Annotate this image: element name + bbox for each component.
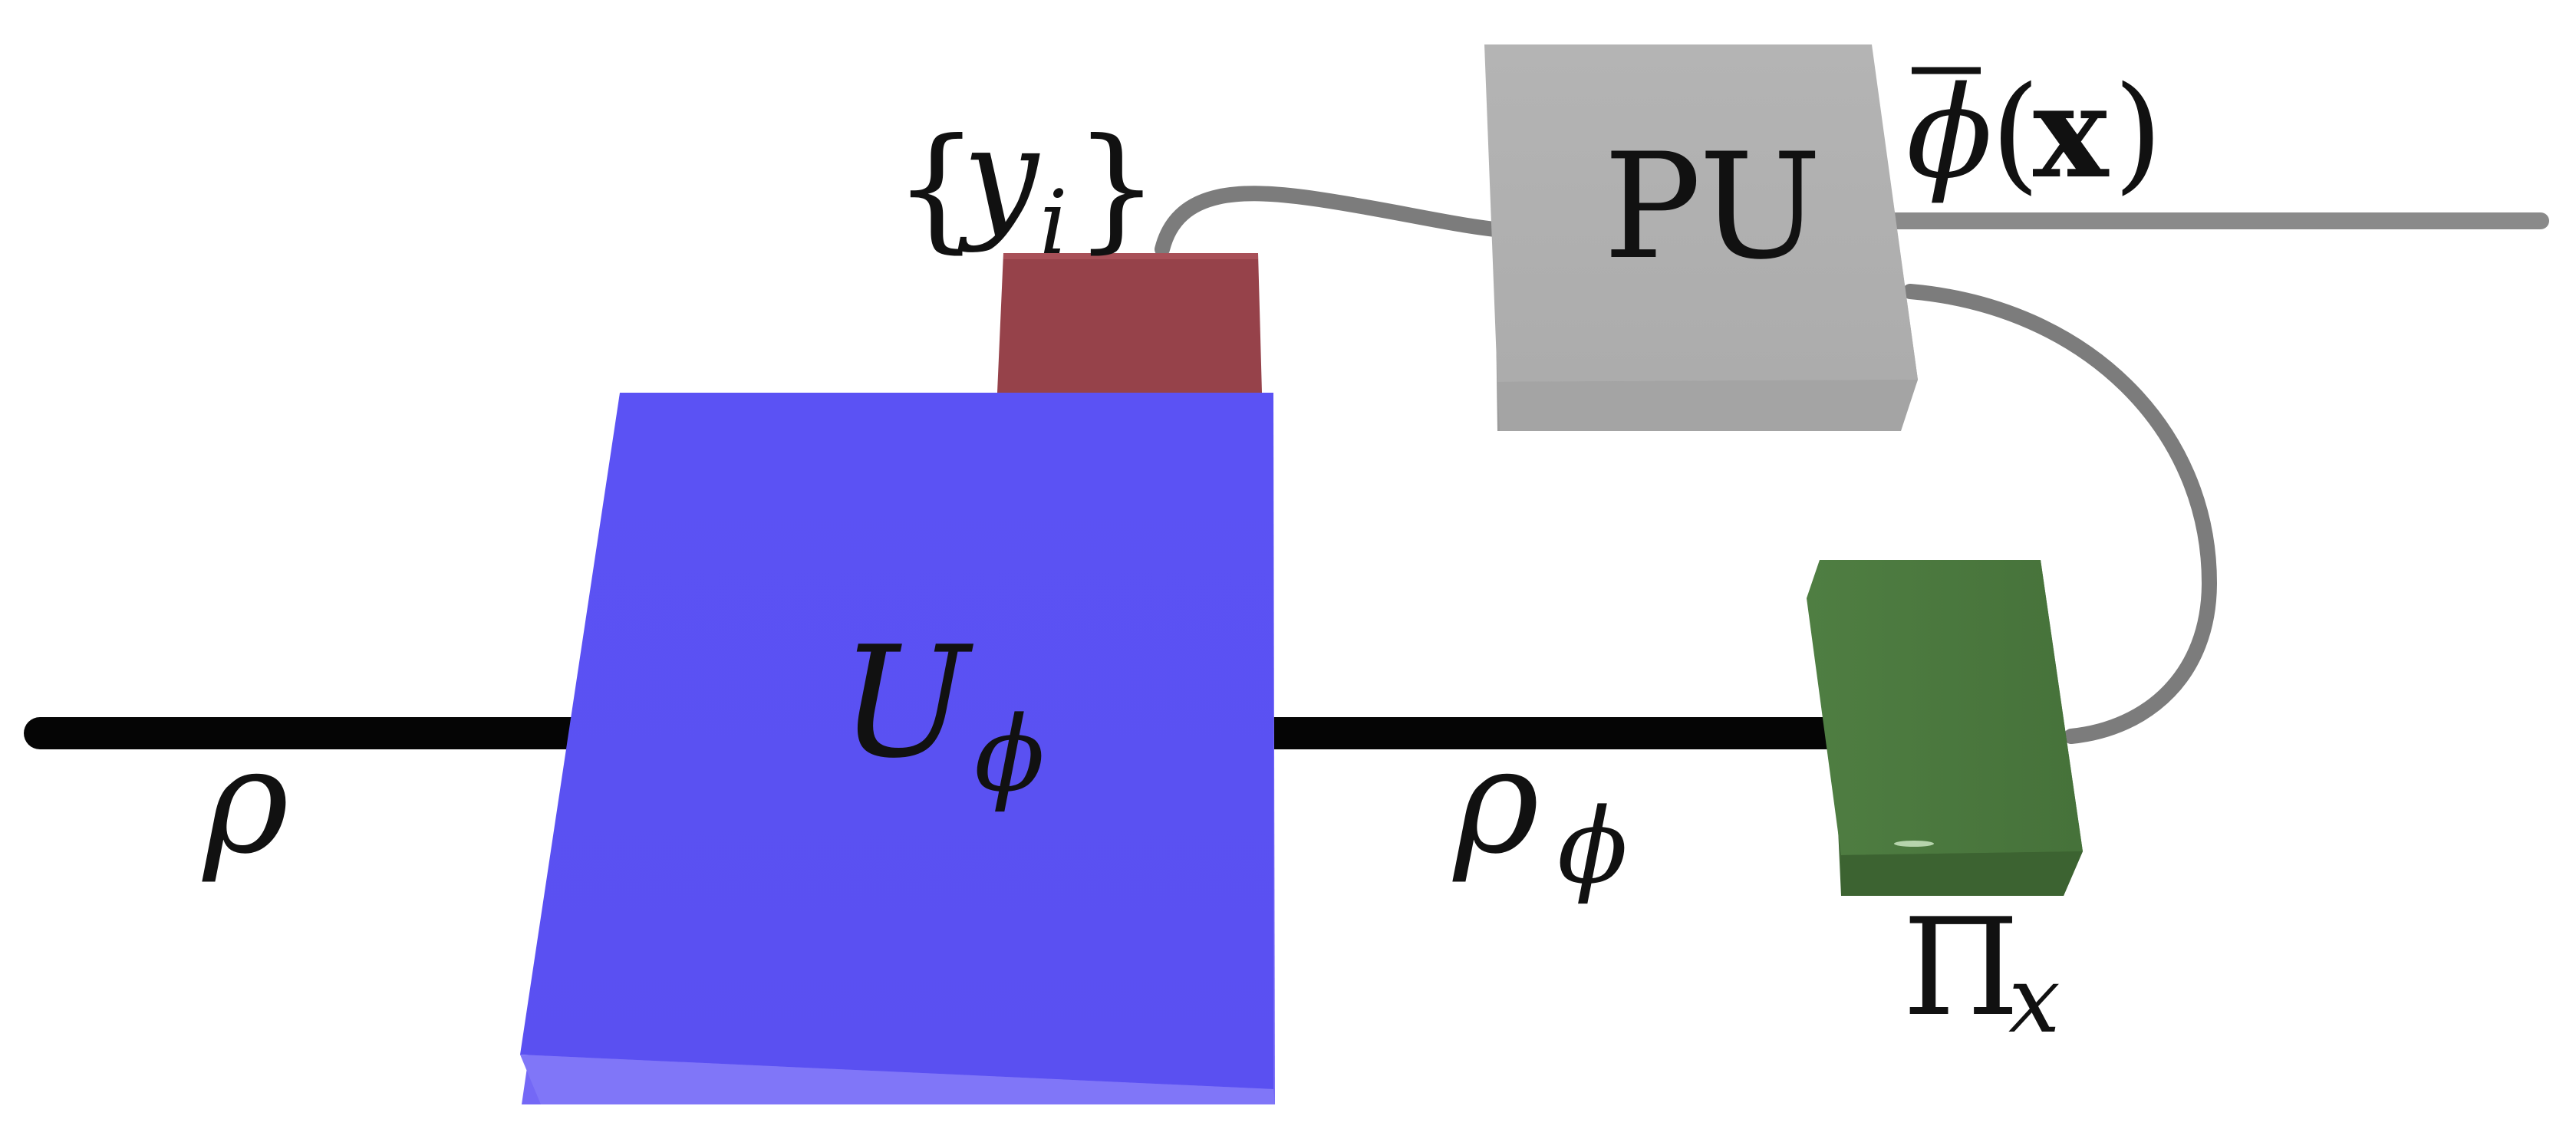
- svg-text:ϕ: ϕ: [1906, 59, 1992, 206]
- data-label: { y i }: [894, 99, 1159, 275]
- svg-text:): ): [2113, 59, 2163, 206]
- measurement-box: [1807, 560, 2083, 896]
- measurement-label: Π x: [1902, 890, 2060, 1054]
- unitary-box: [520, 393, 1275, 1104]
- unitary-label: U ϕ: [840, 614, 1045, 815]
- svg-text:{: {: [894, 110, 979, 266]
- data-block: [997, 253, 1262, 393]
- data-to-pu-cable: [1155, 186, 1511, 257]
- processing-unit-box: [1484, 44, 1918, 431]
- svg-text:ϕ: ϕ: [974, 694, 1045, 815]
- output-state-label: ρ ϕ: [1452, 716, 1628, 907]
- estimator-label: ϕ ( x ): [1906, 58, 2163, 206]
- svg-text:Π: Π: [1902, 890, 2020, 1046]
- svg-text:y: y: [957, 99, 1040, 255]
- svg-text:ρ: ρ: [1452, 716, 1540, 886]
- svg-text:U: U: [840, 614, 974, 792]
- pu-to-measurement-cable: [1902, 284, 2218, 744]
- svg-text:x: x: [2033, 58, 2110, 206]
- svg-text:(: (: [1991, 59, 2040, 206]
- svg-text:}: }: [1074, 110, 1159, 266]
- svg-text:x: x: [2008, 947, 2060, 1054]
- svg-text:i: i: [1039, 172, 1068, 275]
- svg-text:ϕ: ϕ: [1557, 786, 1628, 907]
- input-state-label: ρ: [202, 716, 289, 886]
- processing-unit-label: PU: [1603, 122, 1822, 291]
